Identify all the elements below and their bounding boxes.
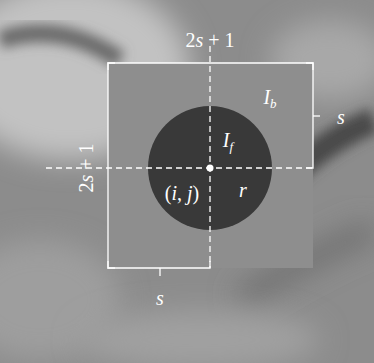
dimension-label: s bbox=[337, 107, 345, 127]
dashed-axis bbox=[209, 106, 210, 268]
center-dot bbox=[207, 165, 214, 172]
region-label: If bbox=[223, 130, 233, 150]
bracket bbox=[108, 63, 115, 268]
dashed-axis bbox=[46, 167, 313, 168]
region-label: r bbox=[239, 180, 247, 200]
bracket-tick bbox=[313, 115, 320, 116]
dimension-label: 2s + 1 bbox=[185, 30, 234, 50]
bracket-tick bbox=[159, 268, 160, 276]
bracket bbox=[108, 261, 210, 268]
region-label: Ib bbox=[263, 87, 276, 107]
bracket bbox=[306, 63, 313, 168]
region-label: (i, j) bbox=[165, 183, 199, 203]
dimension-label: s bbox=[156, 288, 164, 308]
bracket bbox=[108, 63, 313, 70]
dashed-axis bbox=[209, 46, 210, 106]
dimension-label: 2s + 1 bbox=[76, 143, 96, 192]
